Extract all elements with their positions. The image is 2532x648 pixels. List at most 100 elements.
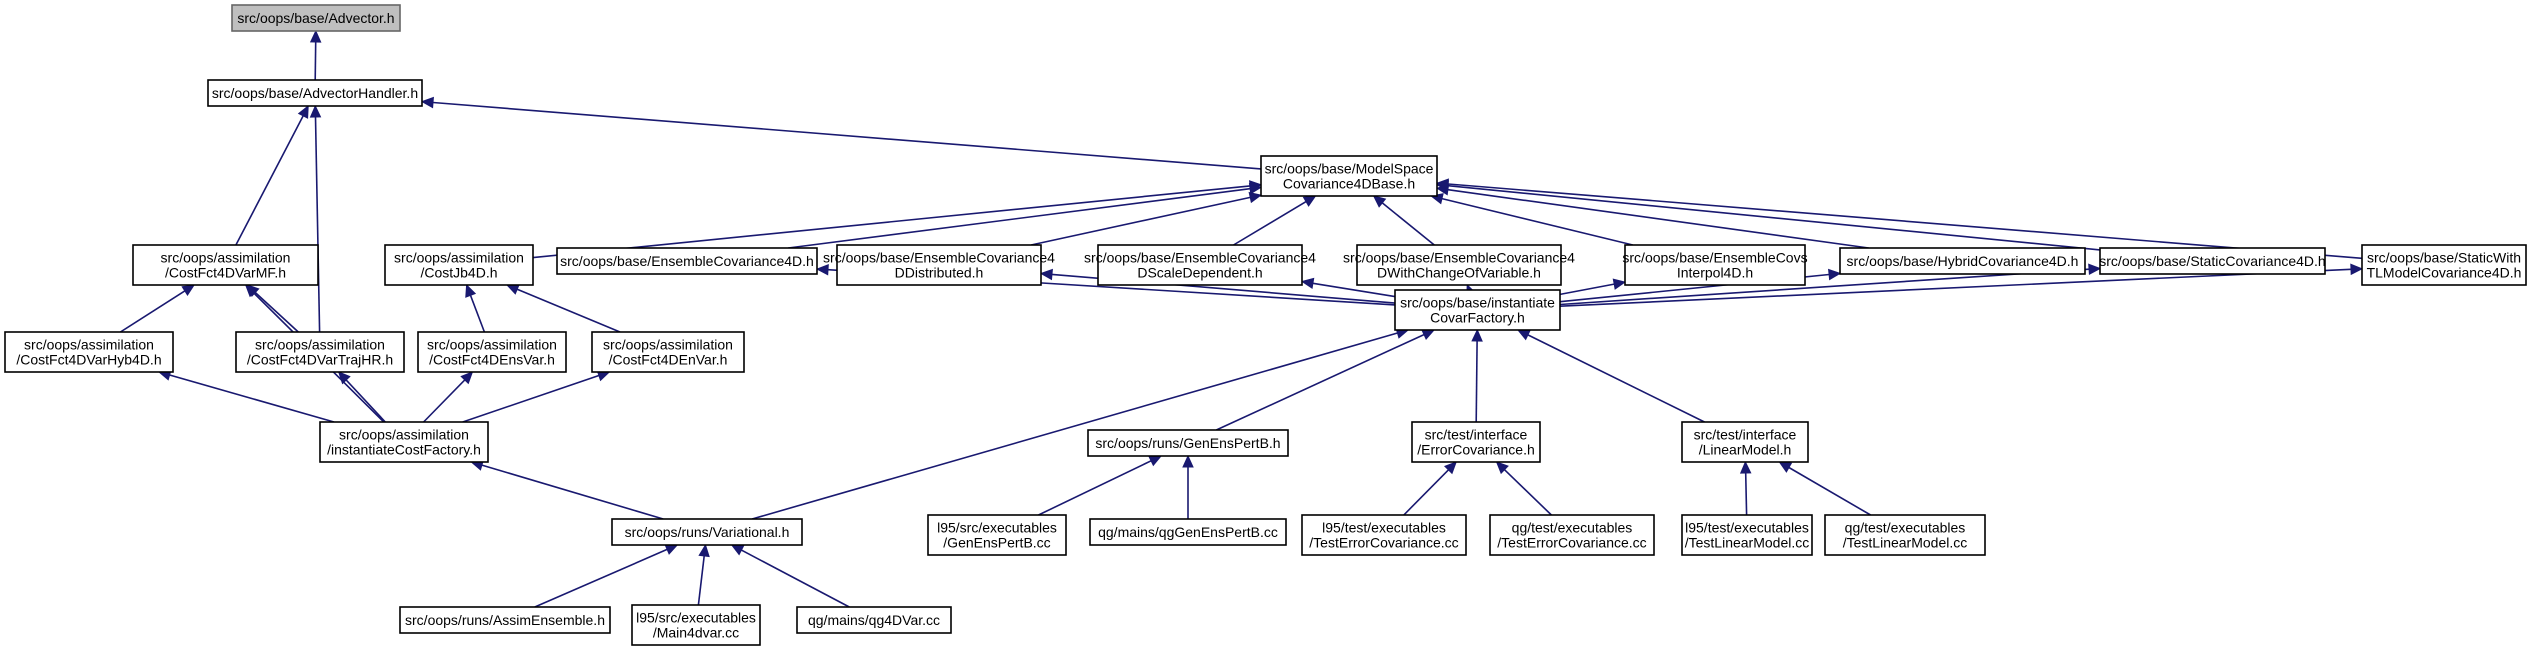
edge-n11-to-n2 — [1030, 191, 1263, 246]
graph-node[interactable]: src/oops/base/ModelSpaceCovariance4DBase… — [1260, 155, 1438, 197]
graph-node[interactable]: src/test/interface/LinearModel.h — [1681, 421, 1809, 463]
edge-line — [235, 115, 304, 246]
node-box — [319, 421, 489, 463]
arrowhead — [1471, 328, 1483, 342]
graph-node[interactable]: src/oops/base/StaticCovariance4D.h — [2099, 247, 2326, 275]
graph-node[interactable]: src/oops/base/StaticWithTLModelCovarianc… — [2361, 244, 2527, 286]
arrowhead — [2088, 263, 2102, 276]
node-label-line: qg/mains/qgGenEnsPertB.cc — [1098, 524, 1278, 540]
edge-line — [751, 332, 1398, 520]
edge-n13-to-n2 — [1372, 195, 1435, 246]
graph-node[interactable]: src/oops/runs/AssimEnsemble.h — [399, 606, 611, 634]
graph-node[interactable]: l95/src/executables/GenEnsPertB.cc — [927, 514, 1067, 556]
node-box — [1624, 244, 1806, 286]
graph-node[interactable]: src/oops/base/EnsembleCovariance4DDistri… — [823, 244, 1055, 286]
edge-n9-to-n4 — [157, 369, 335, 423]
node-box — [399, 606, 611, 634]
edge-line — [254, 291, 299, 333]
node-label-line: /CostJb4D.h — [420, 265, 497, 281]
edge-n7-to-n6 — [465, 283, 486, 333]
arrowhead — [664, 544, 679, 555]
node-label-line: src/oops/assimilation — [255, 337, 385, 353]
arrowhead — [1612, 278, 1627, 290]
graph-node[interactable]: src/oops/base/EnsembleCovariance4D.h — [556, 247, 818, 275]
graph-node[interactable]: qg/mains/qgGenEnsPertB.cc — [1089, 518, 1287, 546]
graph-node[interactable]: src/test/interface/ErrorCovariance.h — [1411, 421, 1541, 463]
edge-n31-to-n22 — [730, 544, 850, 608]
graph-node[interactable]: src/oops/assimilation/CostJb4D.h — [384, 244, 534, 286]
nodes-layer: src/oops/base/Advector.h src/oops/base/Ad… — [4, 4, 2527, 646]
arrowhead — [1300, 277, 1315, 290]
node-box — [591, 331, 745, 373]
graph-node[interactable]: src/oops/assimilation/CostFct4DVarHyb4D.… — [4, 331, 174, 373]
node-label-line: /instantiateCostFactory.h — [327, 442, 481, 458]
arrowhead — [1778, 461, 1793, 473]
arrowhead — [1372, 195, 1387, 208]
node-label-line: src/oops/base/HybridCovariance4D.h — [1847, 253, 2079, 269]
node-label-line: qg/test/executables — [1512, 520, 1633, 536]
graph-node[interactable]: src/oops/base/HybridCovariance4D.h — [1839, 247, 2086, 275]
node-label-line: l95/src/executables — [636, 610, 756, 626]
edge-line — [169, 374, 335, 423]
graph-node[interactable]: l95/test/executables/TestErrorCovariance… — [1301, 514, 1467, 556]
edge-n30-to-n22 — [697, 543, 710, 606]
edge-n15-to-n2 — [1435, 183, 1869, 249]
node-box — [1356, 244, 1562, 286]
edge-line — [516, 288, 621, 333]
node-box — [611, 518, 803, 546]
graph-node[interactable]: src/oops/assimilation/CostFct4DVarMF.h — [132, 244, 319, 286]
node-box — [631, 604, 761, 646]
edge-n8-to-n6 — [505, 284, 621, 333]
arrowhead — [1248, 191, 1263, 204]
edge-n9-to-n5 — [337, 371, 386, 423]
node-label-line: qg/mains/qg4DVar.cc — [808, 612, 940, 628]
edge-line — [481, 464, 664, 520]
edge-line — [1559, 268, 2090, 306]
graph-node[interactable]: src/oops/assimilation/CostFct4DEnsVar.h — [417, 331, 567, 373]
graph-node[interactable]: l95/src/executables/Main4dvar.cc — [631, 604, 761, 646]
node-label-line: l95/test/executables — [1685, 520, 1809, 536]
node-box — [1489, 514, 1655, 556]
graph-node[interactable]: src/oops/base/AdvectorHandler.h — [207, 79, 423, 107]
root-node[interactable]: src/oops/base/Advector.h — [231, 4, 401, 32]
edge-n1-to-n0 — [309, 29, 322, 81]
graph-node[interactable]: src/oops/assimilation/CostFct4DEnVar.h — [591, 331, 745, 373]
arrowhead — [465, 283, 477, 298]
arrowhead — [244, 284, 258, 298]
node-label-line: /CostFct4DEnsVar.h — [429, 352, 555, 368]
graph-node[interactable]: src/oops/runs/Variational.h — [611, 518, 803, 546]
edge-line — [1233, 200, 1307, 246]
graph-node[interactable]: qg/test/executables/TestErrorCovariance.… — [1489, 514, 1655, 556]
node-box — [1681, 421, 1809, 463]
graph-node[interactable]: src/oops/assimilation/instantiateCostFac… — [319, 421, 489, 463]
node-box — [1394, 289, 1561, 331]
edge-line — [1744, 472, 1748, 516]
graph-node[interactable]: src/oops/runs/GenEnsPertB.h — [1087, 429, 1289, 457]
node-label-line: /CostFct4DVarMF.h — [165, 265, 286, 281]
edge-line — [314, 41, 317, 81]
edge-line — [423, 379, 466, 423]
edge-line — [1559, 268, 2352, 307]
edge-n12-to-n2 — [1233, 195, 1317, 246]
graph-node[interactable]: src/oops/base/EnsembleCovariance4DScaleD… — [1084, 244, 1316, 286]
arrowhead — [698, 543, 710, 558]
node-label-line: Covariance4DBase.h — [1283, 176, 1415, 192]
edge-line — [314, 116, 321, 333]
node-box — [1260, 155, 1438, 197]
node-box — [836, 244, 1042, 286]
graph-node[interactable]: l95/test/executables/TestLinearModel.cc — [1681, 514, 1813, 556]
node-label-line: src/oops/base/EnsembleCovariance4D.h — [560, 253, 814, 269]
graph-node[interactable]: qg/mains/qg4DVar.cc — [796, 606, 952, 634]
node-box — [207, 79, 423, 107]
arrowhead — [1495, 461, 1509, 475]
graph-node[interactable]: qg/test/executables/TestLinearModel.cc — [1824, 514, 1986, 556]
node-box — [1681, 514, 1813, 556]
arrowhead — [297, 104, 309, 119]
arrowhead — [1421, 329, 1436, 341]
graph-node[interactable]: src/oops/base/EnsembleCovariance4DWithCh… — [1343, 244, 1575, 286]
node-label-line: src/test/interface — [1694, 427, 1797, 443]
graph-node[interactable]: src/oops/assimilation/CostFct4DVarTrajHR… — [235, 331, 405, 373]
